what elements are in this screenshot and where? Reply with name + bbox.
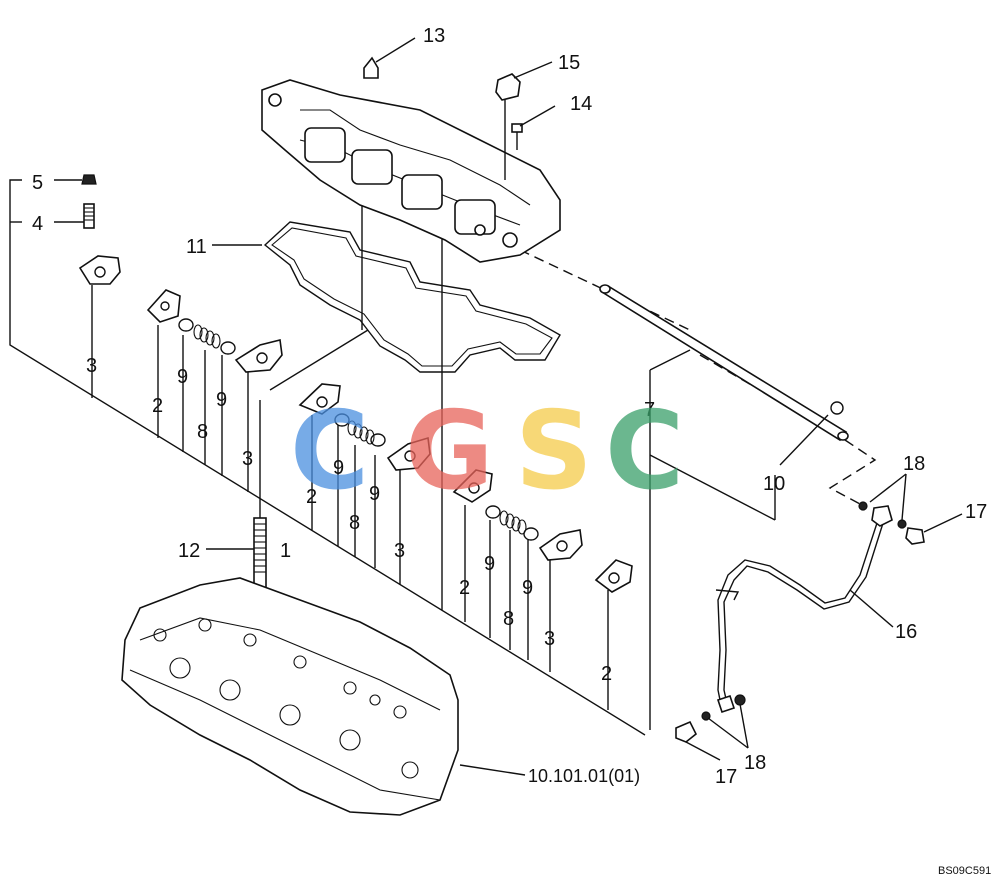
watermark-letter-c1: C [290,389,369,514]
callout-3d: 3 [544,628,555,650]
callout-9d: 9 [369,483,380,505]
callout-17a: 17 [965,501,987,523]
callout-10: 10 [763,473,785,495]
callout-11: 11 [186,236,207,258]
callout-1: 1 [280,540,291,562]
gasket-11 [212,221,561,373]
callout-2c: 2 [459,577,470,599]
fitting-17-top [858,473,963,545]
rocker-cover [261,79,561,263]
watermark-letter-g: G [405,389,494,514]
callout-3b: 3 [242,448,253,470]
callout-9a: 9 [177,366,188,388]
cylinder-head [121,577,526,816]
cap-nut-13 [363,37,416,79]
callout-4: 4 [32,213,43,235]
rocker-arm-2a [146,289,181,323]
callout-2b: 2 [306,486,317,508]
callout-13: 13 [423,25,445,47]
sensor-15 [495,61,553,180]
callout-9b: 9 [216,389,227,411]
rocker-arm-2c [452,469,493,503]
bracket-lines [9,179,776,736]
washers-and-springs [178,318,539,541]
callout-9c: 9 [333,457,344,479]
callout-3c: 3 [394,540,405,562]
callout-5: 5 [32,172,43,194]
rocker-arm-3c [386,436,431,471]
callout-12: 12 [178,540,200,562]
rocker-arm-3a [78,255,121,285]
callout-labels: 13 15 14 5 4 11 3 2 9 8 9 3 2 9 8 9 3 7 … [32,25,991,877]
callout-15: 15 [558,52,580,74]
pipe-16 [715,519,894,711]
callout-18b: 18 [744,752,766,774]
nut-5 [54,174,97,185]
callout-8c: 8 [503,608,514,630]
callout-18a: 18 [903,453,925,475]
drawing-code: BS09C591 [938,865,991,877]
bolt-14 [511,105,556,150]
callout-8b: 8 [349,512,360,534]
rocker-arm-3b [234,339,283,373]
callout-17b: 17 [715,766,737,788]
callout-3a: 3 [86,355,97,377]
callout-7: 7 [644,399,655,421]
reference-label: 10.101.01(01) [528,766,640,786]
callout-9f: 9 [522,577,533,599]
rocker-arm-2b [298,383,341,415]
fitting-17-bottom [675,694,749,761]
rocker-arm-2d [594,559,633,593]
watermark: C G S C [290,389,684,514]
adjust-screw-4 [54,203,95,229]
watermark-letter-s: S [515,389,593,514]
rocker-arm-3d [538,529,583,561]
callout-14: 14 [570,93,592,115]
watermark-letter-c2: C [605,389,684,514]
callout-8a: 8 [197,421,208,443]
callout-16: 16 [895,621,917,643]
callout-9e: 9 [484,553,495,575]
rocker-shaft-7 [599,284,849,466]
callout-2d: 2 [601,663,612,685]
callout-2a: 2 [152,395,163,417]
